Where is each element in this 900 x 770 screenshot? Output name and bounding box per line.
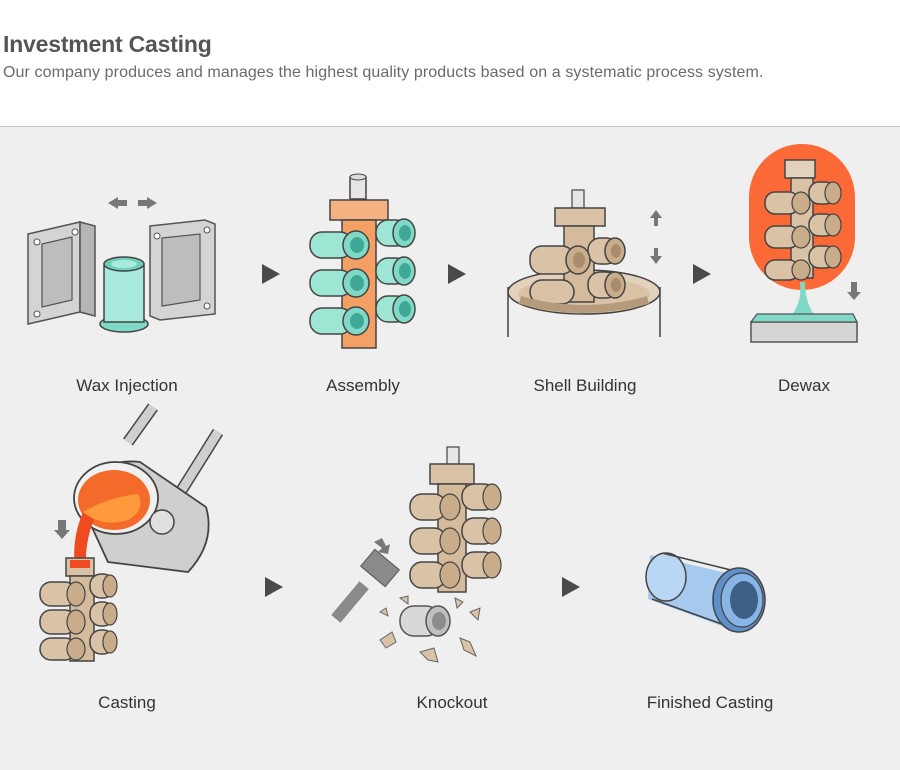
- step-label: Casting: [98, 693, 156, 712]
- header-divider: [0, 126, 900, 127]
- step-label: Shell Building: [533, 376, 637, 395]
- shell-building-icon: [507, 189, 662, 337]
- flow-arrow: [262, 264, 280, 284]
- step-label: Assembly: [326, 376, 400, 395]
- dewax-icon: [749, 144, 861, 343]
- flow-arrow: [693, 264, 711, 284]
- step-dewax: Dewax: [745, 142, 865, 395]
- step-knockout: Knockout: [331, 442, 510, 712]
- step-label: Dewax: [778, 376, 830, 395]
- step-casting: Casting: [28, 402, 228, 712]
- step-label: Wax Injection: [76, 376, 178, 395]
- flow-arrow: [265, 577, 283, 597]
- page-header: Investment Casting Our company produces …: [0, 0, 900, 126]
- step-assembly: Assembly: [300, 172, 430, 395]
- step-wax-injection: Wax Injection: [20, 182, 230, 395]
- flow-arrow: [448, 264, 466, 284]
- assembly-icon: [309, 173, 416, 349]
- step-shell-building: Shell Building: [500, 182, 675, 395]
- knockout-icon: [331, 446, 502, 663]
- step-finished-casting: Finished Casting: [640, 537, 773, 712]
- finished-casting-icon: [645, 552, 766, 633]
- step-label: Finished Casting: [646, 693, 774, 712]
- step-label: Knockout: [416, 693, 488, 712]
- process-panel: Wax Injection: [0, 127, 900, 770]
- page-title: Investment Casting: [3, 31, 212, 57]
- casting-icon: [39, 403, 224, 662]
- flow-arrow: [562, 577, 580, 597]
- page-subtitle: Our company produces and manages the hig…: [3, 64, 764, 81]
- wax-injection-icon: [27, 197, 216, 333]
